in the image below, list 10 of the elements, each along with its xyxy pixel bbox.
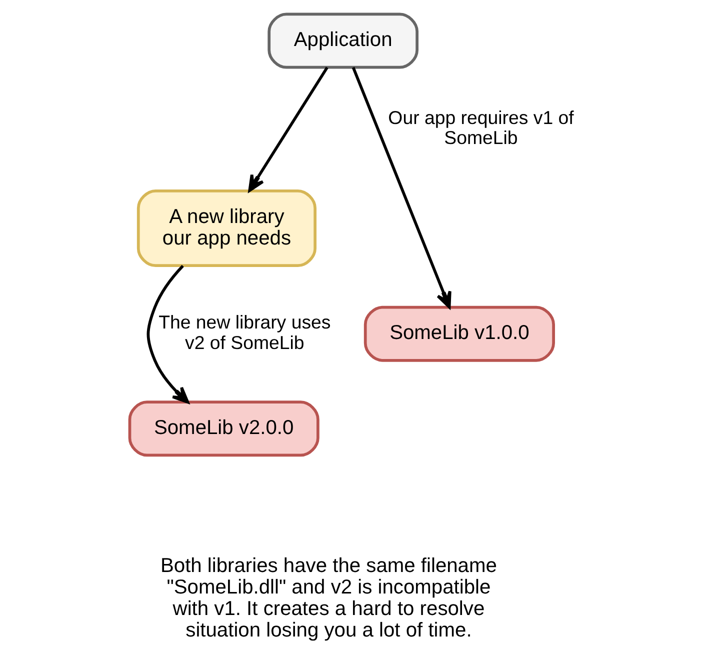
node-box: SomeLib v2.0.0 [128,400,320,457]
edge-label: The new library uses v2 of SomeLib [158,312,331,353]
label: Both libraries have the same filename "SomeLib.dll" and v2 is incompatible with v1. It creates a hard to resolve situation losing you a lot of time. [160,554,497,642]
node-box: A new library our app needs [136,189,316,268]
edge-label: Our app requires v1 of SomeLib [388,106,574,148]
node-box: Application [268,12,418,69]
arrow [352,66,452,308]
node-box: SomeLib v1.0.0 [364,306,555,362]
arrow [146,264,190,404]
arrow [248,66,328,192]
